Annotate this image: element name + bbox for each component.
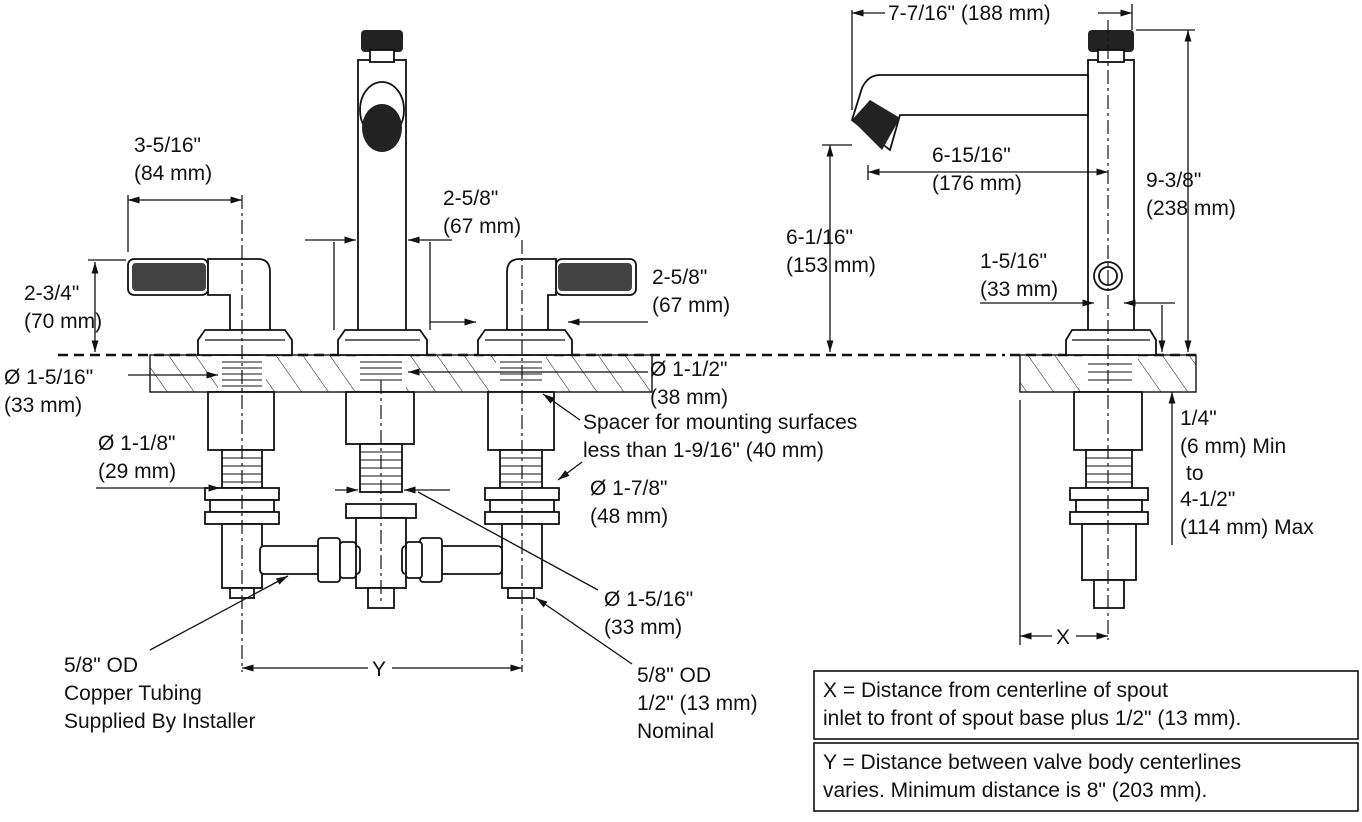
dim-spout-height-mm: (153 mm): [786, 254, 876, 277]
dim-spout-height-in: 6-1/16": [786, 226, 853, 249]
legend-y-line1: Y = Distance between valve body centerli…: [823, 751, 1241, 774]
note-spacer-2: less than 1-9/16" (40 mm): [583, 439, 824, 462]
legend-y-line2: varies. Minimum distance is 8" (203 mm).: [823, 779, 1207, 802]
dim-handle-width-in: 3-5/16": [134, 134, 201, 157]
front-view: 3-5/16" (84 mm) 2-3/4" (70 mm) 2-5/8" (6…: [4, 30, 1005, 743]
dim-base-dia-mm: (38 mm): [650, 386, 728, 409]
spout-side: [850, 30, 1157, 609]
note-copper-3: Supplied By Installer: [64, 710, 255, 733]
dim-nut-dia-mm: (48 mm): [590, 505, 668, 528]
note-copper-2: Copper Tubing: [64, 682, 202, 705]
left-handle: [127, 258, 293, 356]
dim-aerator-mm: (33 mm): [980, 278, 1058, 301]
dim-overall-height-mm: (238 mm): [1146, 197, 1236, 220]
dim-handle-dia-in: 2-5/8": [652, 266, 707, 289]
dim-deck-4: 4-1/2": [1180, 488, 1235, 511]
dim-deck-3: to: [1186, 462, 1204, 485]
dim-deck-1: 1/4": [1180, 407, 1217, 430]
dim-handle-width-mm: (84 mm): [134, 162, 212, 185]
dim-overall-height-in: 9-3/8": [1146, 169, 1201, 192]
note-copper-1: 5/8" OD: [64, 654, 138, 677]
valve-right: [484, 391, 560, 599]
dim-deck-5: (114 mm) Max: [1180, 516, 1314, 539]
crossover-tubing: [259, 537, 503, 583]
thread-right: [500, 361, 542, 381]
dim-deck-2: (6 mm) Min: [1180, 435, 1286, 458]
legend-y-box: [813, 742, 1359, 812]
right-handle: [477, 258, 637, 356]
dim-hole-dia-in: Ø 1-5/16": [4, 366, 93, 389]
dim-handle-height-in: 2-3/4": [24, 282, 79, 305]
note-spacer-1: Spacer for mounting surfaces: [583, 411, 857, 434]
x-label: X: [1056, 626, 1070, 649]
dim-handle-dia-mm: (67 mm): [652, 294, 730, 317]
side-view: 7-7/16" (188 mm) 6-15/16" (176 mm) 6-1/1…: [786, 2, 1314, 649]
note-supply-3: Nominal: [637, 720, 714, 743]
valve-center: [345, 391, 417, 609]
dim-shank-dia-in: Ø 1-1/8": [98, 432, 176, 455]
y-label: Y: [372, 658, 386, 681]
note-supply-2: 1/2" (13 mm): [637, 692, 758, 715]
legend: X = Distance from centerline of spout in…: [813, 670, 1359, 812]
dim-shank-dia-mm: (29 mm): [98, 460, 176, 483]
legend-x-line2: inlet to front of spout base plus 1/2" (…: [823, 707, 1241, 730]
legend-x-line1: X = Distance from centerline of spout: [823, 679, 1168, 702]
dim-total-reach: 7-7/16" (188 mm): [888, 2, 1051, 25]
dim-handle-height-mm: (70 mm): [24, 310, 102, 333]
note-supply-1: 5/8" OD: [637, 664, 711, 687]
dim-nut-dia-in: Ø 1-7/8": [590, 477, 668, 500]
dim-aerator-in: 1-5/16": [980, 250, 1047, 273]
dim-valve-dia-in: Ø 1-5/16": [604, 588, 693, 611]
legend-x-box: [813, 670, 1359, 740]
dim-spout-reach-mm: (176 mm): [932, 172, 1022, 195]
dim-spout-dia-mm: (67 mm): [443, 215, 521, 238]
dim-valve-dia-mm: (33 mm): [604, 616, 682, 639]
dim-hole-dia-mm: (33 mm): [4, 394, 82, 417]
dim-spout-dia-in: 2-5/8": [443, 187, 498, 210]
spout-front: [337, 30, 428, 356]
dim-spout-reach-in: 6-15/16": [932, 144, 1011, 167]
dim-base-dia-in: Ø 1-1/2": [650, 358, 728, 381]
